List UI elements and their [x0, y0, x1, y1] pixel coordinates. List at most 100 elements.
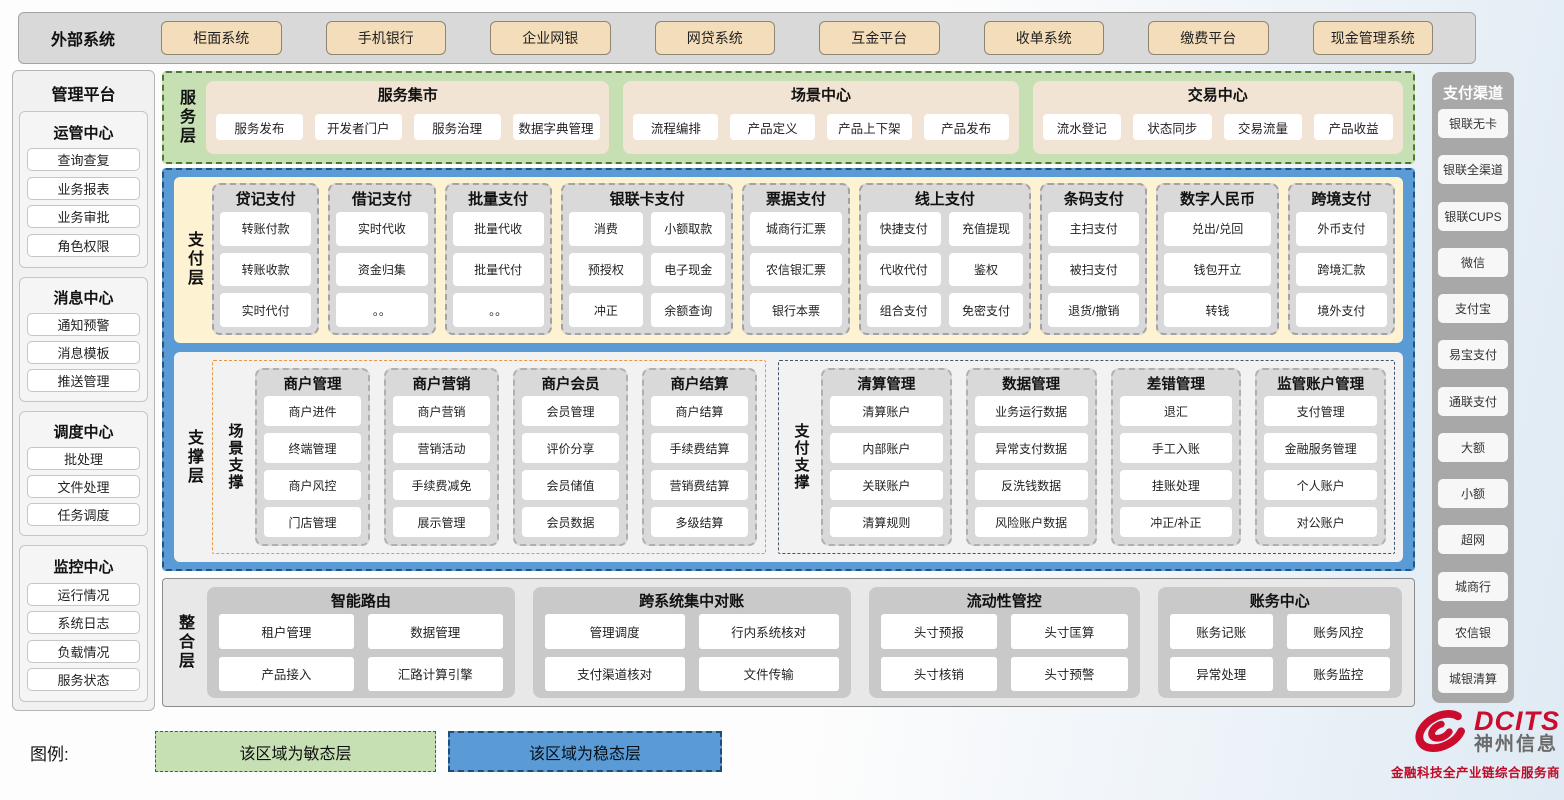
support-item-button[interactable]: 营销活动	[393, 433, 491, 463]
management-item-button[interactable]: 查询查复	[27, 148, 140, 172]
integration-item-button[interactable]: 头寸预报	[880, 614, 998, 649]
payment-item-button[interactable]: 实时代付	[220, 293, 312, 327]
support-item-button[interactable]: 评价分享	[522, 433, 620, 463]
service-item-button[interactable]: 流水登记	[1042, 114, 1122, 140]
service-item-button[interactable]: 产品收益	[1314, 114, 1393, 140]
service-item-button[interactable]: 交易流量	[1223, 114, 1303, 140]
management-item-button[interactable]: 通知预警	[27, 312, 140, 336]
integration-item-button[interactable]: 支付渠道核对	[544, 656, 685, 691]
payment-item-button[interactable]: 外币支付	[1295, 212, 1387, 246]
service-item-button[interactable]: 服务发布	[216, 114, 303, 140]
payment-item-button[interactable]: 实时代收	[336, 212, 428, 246]
payment-item-button[interactable]: 预授权	[568, 252, 644, 287]
payment-item-button[interactable]: 充值提现	[948, 212, 1024, 246]
management-item-button[interactable]: 消息模板	[27, 340, 140, 364]
payment-item-button[interactable]: 退货/撤销	[1048, 293, 1140, 327]
service-item-button[interactable]: 产品上下架	[827, 114, 912, 140]
external-system-button[interactable]: 手机银行	[325, 21, 447, 55]
management-item-button[interactable]: 推送管理	[27, 368, 140, 392]
payment-item-button[interactable]: 批量代收	[452, 212, 544, 246]
support-item-button[interactable]: 手续费减免	[393, 470, 491, 500]
integration-item-button[interactable]: 账务记账	[1169, 614, 1273, 649]
payment-item-button[interactable]: 兑出/兑回	[1164, 212, 1271, 246]
support-item-button[interactable]: 业务运行数据	[974, 396, 1088, 426]
integration-item-button[interactable]: 异常处理	[1169, 656, 1273, 691]
support-item-button[interactable]: 营销费结算	[651, 470, 749, 500]
service-item-button[interactable]: 服务治理	[413, 114, 501, 140]
management-item-button[interactable]: 业务审批	[27, 205, 140, 229]
integration-item-button[interactable]: 账务监控	[1286, 656, 1390, 691]
payment-item-button[interactable]: 境外支付	[1295, 293, 1387, 327]
support-item-button[interactable]: 挂账处理	[1119, 470, 1233, 500]
payment-channel-button[interactable]: 银联CUPS	[1438, 201, 1508, 231]
payment-channel-button[interactable]: 大额	[1438, 432, 1508, 462]
support-item-button[interactable]: 多级结算	[651, 507, 749, 537]
payment-item-button[interactable]: 主扫支付	[1048, 212, 1140, 246]
support-item-button[interactable]: 清算账户	[830, 396, 943, 426]
management-item-button[interactable]: 任务调度	[27, 503, 140, 527]
payment-item-button[interactable]: 跨境汇款	[1295, 252, 1387, 287]
management-item-button[interactable]: 批处理	[27, 447, 140, 471]
management-item-button[interactable]: 负载情况	[27, 639, 140, 663]
management-item-button[interactable]: 角色权限	[27, 234, 140, 258]
integration-item-button[interactable]: 行内系统核对	[698, 614, 839, 649]
payment-item-button[interactable]: 钱包开立	[1164, 252, 1271, 287]
payment-item-button[interactable]: 城商行汇票	[750, 212, 842, 246]
support-item-button[interactable]: 商户营销	[393, 396, 491, 426]
support-item-button[interactable]: 内部账户	[830, 433, 943, 463]
support-item-button[interactable]: 商户进件	[264, 396, 362, 426]
support-item-button[interactable]: 商户风控	[264, 470, 362, 500]
support-item-button[interactable]: 会员储值	[522, 470, 620, 500]
integration-item-button[interactable]: 头寸预警	[1011, 656, 1128, 691]
payment-channel-button[interactable]: 城商行	[1438, 571, 1508, 601]
external-system-button[interactable]: 企业网银	[490, 21, 611, 55]
support-item-button[interactable]: 异常支付数据	[974, 433, 1088, 463]
support-item-button[interactable]: 个人账户	[1264, 470, 1377, 500]
payment-item-button[interactable]: 电子现金	[651, 252, 726, 287]
support-item-button[interactable]: 展示管理	[393, 507, 491, 537]
external-system-button[interactable]: 柜面系统	[161, 21, 282, 55]
payment-channel-button[interactable]: 易宝支付	[1438, 340, 1508, 370]
support-item-button[interactable]: 关联账户	[830, 470, 943, 500]
integration-item-button[interactable]: 文件传输	[698, 656, 839, 691]
support-item-button[interactable]: 对公账户	[1264, 507, 1377, 537]
external-system-button[interactable]: 互金平台	[819, 21, 940, 55]
support-item-button[interactable]: 清算规则	[830, 507, 943, 537]
payment-channel-button[interactable]: 小额	[1438, 479, 1508, 508]
payment-channel-button[interactable]: 通联支付	[1438, 386, 1508, 416]
support-item-button[interactable]: 金融服务管理	[1264, 433, 1377, 463]
payment-channel-button[interactable]: 银联无卡	[1438, 109, 1508, 138]
service-item-button[interactable]: 产品定义	[730, 114, 815, 140]
payment-item-button[interactable]: 批量代付	[452, 252, 544, 287]
payment-item-button[interactable]: 冲正	[568, 293, 644, 327]
payment-item-button[interactable]: 代收代付	[866, 252, 941, 287]
management-item-button[interactable]: 业务报表	[27, 176, 140, 200]
management-item-button[interactable]: 系统日志	[27, 611, 140, 635]
support-item-button[interactable]: 反洗钱数据	[974, 470, 1088, 500]
payment-item-button[interactable]: 农信银汇票	[750, 252, 842, 287]
payment-item-button[interactable]: 银行本票	[750, 293, 842, 327]
payment-item-button[interactable]: 组合支付	[866, 293, 941, 327]
payment-item-button[interactable]: 快捷支付	[866, 212, 941, 246]
payment-channel-button[interactable]: 支付宝	[1438, 294, 1508, 323]
support-item-button[interactable]: 商户结算	[651, 396, 749, 426]
payment-item-button[interactable]: 鉴权	[948, 252, 1024, 287]
payment-channel-button[interactable]: 农信银	[1438, 617, 1508, 647]
payment-item-button[interactable]: 消费	[568, 212, 644, 246]
integration-item-button[interactable]: 头寸核销	[880, 656, 998, 691]
service-item-button[interactable]: 开发者门户	[314, 114, 402, 140]
payment-item-button[interactable]: 转账付款	[220, 212, 312, 246]
integration-item-button[interactable]: 账务风控	[1286, 614, 1390, 649]
payment-item-button[interactable]: 被扫支付	[1048, 252, 1140, 287]
payment-item-button[interactable]: 余额查询	[651, 293, 726, 327]
support-item-button[interactable]: 会员管理	[522, 396, 620, 426]
management-item-button[interactable]: 文件处理	[27, 475, 140, 499]
service-item-button[interactable]: 数据字典管理	[512, 114, 600, 140]
payment-channel-button[interactable]: 城银清算	[1438, 664, 1508, 693]
payment-item-button[interactable]: 。。	[452, 293, 544, 327]
support-item-button[interactable]: 手续费结算	[651, 433, 749, 463]
support-item-button[interactable]: 门店管理	[264, 507, 362, 537]
integration-item-button[interactable]: 汇路计算引擎	[367, 656, 503, 691]
integration-item-button[interactable]: 租户管理	[219, 614, 354, 649]
support-item-button[interactable]: 终端管理	[264, 433, 362, 463]
